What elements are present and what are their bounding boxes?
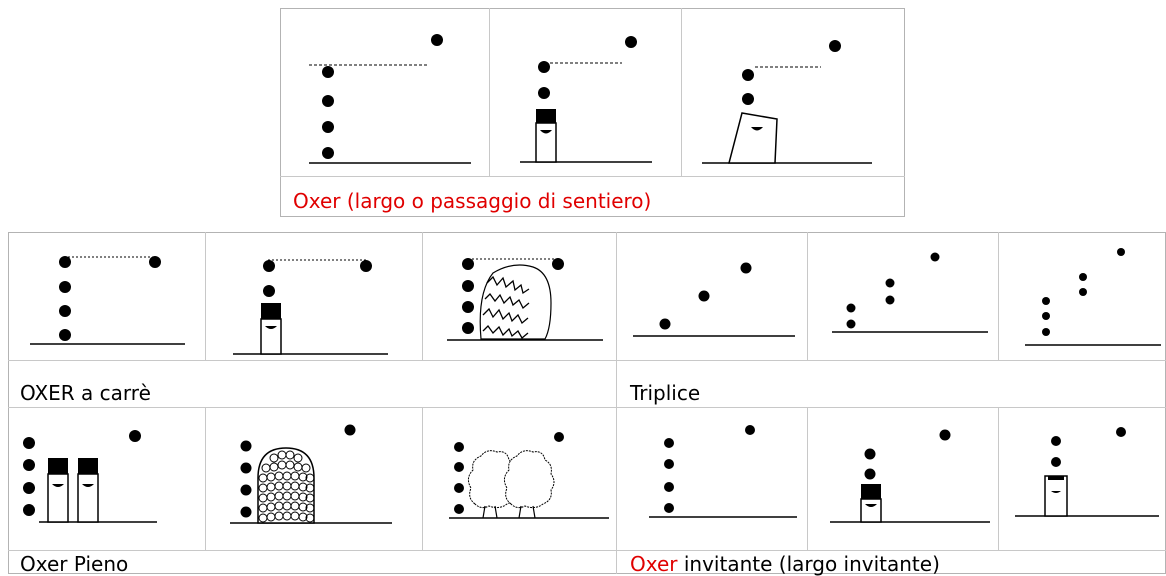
full-oxer-bushes-figure: [449, 432, 609, 519]
bottom-table-divider: [998, 407, 999, 550]
full-oxer-caption: Oxer Pieno: [20, 552, 129, 576]
square-oxer-brush-block-figure: [233, 259, 388, 355]
inviting-oxer-caption-rest: invitante (largo invitante): [677, 552, 940, 576]
oxer-poles-figure: [309, 34, 471, 164]
full-oxer-brush-blocks-figure: [23, 430, 157, 523]
square-oxer-hedge-figure: [447, 258, 603, 341]
top-table-caption: Oxer (largo o passaggio di sentiero): [293, 189, 652, 213]
triple-bar-low-figure: [633, 262, 795, 337]
triple-bar-double-figure: [832, 252, 988, 333]
triple-bar-caption: Triplice: [630, 381, 701, 405]
inviting-oxer-caption: Oxer invitante (largo invitante): [630, 552, 940, 576]
bottom-table-divider: [807, 407, 808, 550]
bottom-table-divider: [8, 550, 1166, 551]
bottom-table-divider: [8, 360, 1166, 361]
bottom-table-divider: [422, 232, 423, 360]
bottom-table-divider: [422, 407, 423, 550]
inviting-oxer-block-figure: [1015, 427, 1159, 517]
oxer-slanted-block-figure: [702, 40, 872, 164]
bottom-table-divider: [205, 232, 206, 360]
top-table-divider: [280, 176, 905, 177]
bottom-table-divider: [205, 407, 206, 550]
bottom-table-divider: [807, 232, 808, 360]
full-oxer-stone-wall-figure: [230, 424, 392, 524]
bottom-table-divider: [8, 407, 1166, 408]
top-table: [280, 8, 905, 217]
inviting-oxer-poles-figure: [649, 425, 797, 518]
triple-bar-stacked-figure: [1025, 248, 1161, 346]
oxer-brush-block-figure: [520, 36, 652, 163]
bottom-table-divider: [616, 232, 617, 574]
bottom-table-divider: [998, 232, 999, 360]
inviting-oxer-brush-block-figure: [830, 429, 990, 523]
top-table-divider: [489, 8, 490, 176]
top-table-divider: [681, 8, 682, 176]
inviting-oxer-caption-red: Oxer: [630, 552, 678, 576]
square-oxer-caption: OXER a carrè: [20, 381, 151, 405]
square-oxer-poles-figure: [30, 256, 185, 345]
